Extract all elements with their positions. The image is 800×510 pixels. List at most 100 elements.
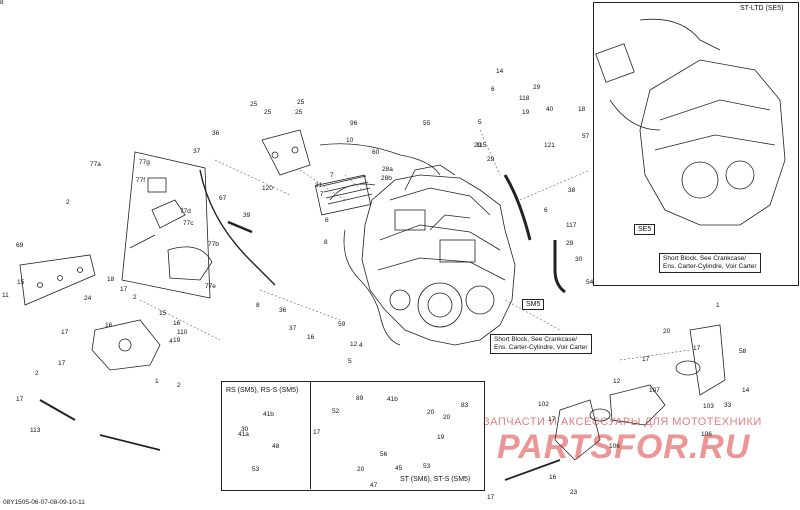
part-callout: 2 <box>66 199 70 206</box>
part-callout: 30 <box>575 256 583 263</box>
part-callout: 37 <box>289 325 297 332</box>
part-callout: 120 <box>262 185 273 192</box>
engine-block-drawing <box>261 129 566 346</box>
part-callout: 28a <box>382 166 393 173</box>
inset-title: ST-LTD (SE5) <box>740 5 784 12</box>
main-tag: SM5 <box>522 299 545 310</box>
inset-engine-drawing <box>595 18 786 226</box>
part-callout: 30 <box>241 426 249 433</box>
part-callout: 29 <box>474 142 482 149</box>
part-callout: 38 <box>568 187 576 194</box>
main-note-line-1: Short Block, See Crankcase/ <box>494 336 578 343</box>
part-callout: 54 <box>586 279 594 286</box>
inset-note: Short Block, See Crankcase/ Ens. Carter-… <box>659 253 761 273</box>
main-note-line-2: Ens. Carter-Cylindre, Voir Carter <box>494 344 588 351</box>
watermark-caption: ЗАПЧАСТИ И АКСЕССУАРЫ ДЛЯ МОТОТЕХНИКИ <box>483 416 762 428</box>
part-callout: 24 <box>84 295 92 302</box>
part-callout: 17 <box>548 416 556 423</box>
inset-tag: SE5 <box>634 224 656 235</box>
part-callout: 117 <box>566 222 577 229</box>
part-callout: 2 <box>35 370 39 377</box>
part-callout: 77a <box>90 161 101 168</box>
part-callout: 77d <box>180 208 191 215</box>
part-callout: 10 <box>346 137 354 144</box>
part-callout: 36 <box>279 307 287 314</box>
part-callout: 121 <box>544 142 555 149</box>
variant-frame <box>221 381 485 491</box>
part-callout: 17 <box>16 396 24 403</box>
part-callout: 15 <box>17 279 25 286</box>
part-callout: 59 <box>338 321 346 328</box>
part-callout: 40 <box>546 106 554 113</box>
part-callout: 96 <box>350 120 358 127</box>
part-callout: 14 <box>496 68 504 75</box>
part-callout: 29 <box>487 156 495 163</box>
part-callout: 17 <box>487 494 495 501</box>
part-callout: 37 <box>193 148 201 155</box>
part-callout: 67 <box>219 195 227 202</box>
part-callout: 19 <box>173 337 181 344</box>
main-note: Short Block, See Crankcase/ Ens. Carter-… <box>490 334 592 354</box>
part-callout: 8 <box>324 239 328 246</box>
part-callout: 20 <box>427 409 435 416</box>
part-callout: 18 <box>107 276 115 283</box>
part-callout: 12 <box>613 378 621 385</box>
part-callout: 5 <box>348 358 352 365</box>
part-callout: 25 <box>297 99 305 106</box>
part-callout: 45 <box>395 465 403 472</box>
part-callout: 58 <box>739 348 747 355</box>
watermark-logo: PARTSFOR.RU <box>497 428 751 466</box>
variant-divider <box>310 381 311 489</box>
part-callout: 77b <box>208 241 219 248</box>
part-callout: 1 <box>716 302 720 309</box>
part-callout: 17 <box>58 360 66 367</box>
part-callout: 17 <box>642 356 650 363</box>
part-callout: 16 <box>307 334 315 341</box>
part-callout: 25 <box>295 109 303 116</box>
part-callout: 6 <box>325 217 329 224</box>
part-callout: 4 <box>359 342 363 349</box>
part-callout: 36 <box>212 130 220 137</box>
part-callout: 106 <box>701 431 712 438</box>
part-callout: 57 <box>582 133 590 140</box>
part-callout: 11 <box>2 292 9 299</box>
part-callout: 56 <box>380 451 388 458</box>
part-callout: 29 <box>533 84 541 91</box>
left-assembly-drawing <box>19 151 276 451</box>
part-callout: 83 <box>461 402 469 409</box>
part-callout: 7 <box>320 191 324 198</box>
part-callout: 18 <box>578 106 586 113</box>
part-callout: 23 <box>570 489 578 496</box>
part-callout: 77g <box>139 159 150 166</box>
part-callout: 102 <box>538 401 549 408</box>
leader-lines <box>139 129 691 361</box>
part-callout: 48 <box>272 443 280 450</box>
part-callout: 28b <box>381 175 392 182</box>
part-callout: 47 <box>370 482 378 489</box>
part-callout: 103 <box>703 403 714 410</box>
part-callout: 4 <box>169 338 173 345</box>
part-callout: 2 <box>133 294 137 301</box>
part-callout: 25 <box>250 101 258 108</box>
part-callout: 15 <box>159 310 167 317</box>
diagram-code: 08Y1505-06-07-08-09-10-11 <box>3 499 85 506</box>
part-callout: 60 <box>372 149 380 156</box>
part-callout: 19 <box>437 434 445 441</box>
part-callout: 53 <box>423 463 431 470</box>
part-callout: 17 <box>693 345 701 352</box>
part-callout: 89 <box>356 395 364 402</box>
part-callout: 8 <box>0 0 4 6</box>
part-callout: 17 <box>313 429 321 436</box>
part-callout: 39 <box>243 212 251 219</box>
part-callout: 115 <box>476 142 487 149</box>
part-callout: 19 <box>522 109 530 116</box>
part-callout: 16 <box>173 320 181 327</box>
part-callout: 110 <box>177 329 188 336</box>
part-callout: 77e <box>205 283 216 290</box>
part-callout: 69 <box>16 242 24 249</box>
part-callout: 52 <box>332 408 340 415</box>
part-callout: 20 <box>663 328 671 335</box>
part-callout: 55 <box>423 120 431 127</box>
part-callout: 12 <box>350 341 358 348</box>
